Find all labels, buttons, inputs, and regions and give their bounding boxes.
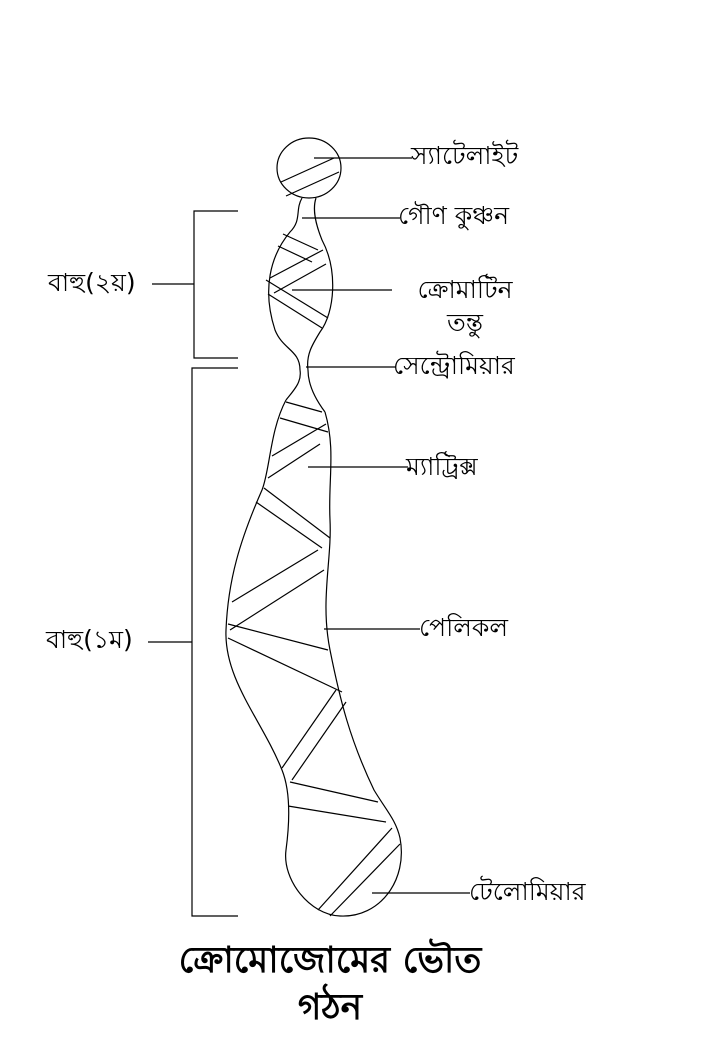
chromatin-fibre-label-line2: তন্তু <box>447 307 483 337</box>
matrix-label: ম্যাট্রিক্স <box>406 452 478 481</box>
arm-second-bracket <box>152 210 238 359</box>
telomere-label: টেলোমিয়ার <box>469 877 586 906</box>
chromatin-fibre-label: ক্রোমাটিন তন্তু <box>392 275 538 338</box>
centromere-label: সেন্ট্রোমিয়ার <box>393 351 515 380</box>
chromatin-fibre-label-line1: ক্রোমাটিন <box>417 275 513 304</box>
satellite-label: স্যাটেলাইট <box>411 141 519 170</box>
satellite-body <box>276 137 342 199</box>
arm-first-bracket <box>148 367 238 917</box>
arm-second-label: বাহু(২য়) <box>48 268 136 297</box>
secondary-constriction-label: গৌণ কুঞ্চন <box>398 201 510 230</box>
diagram-caption: ক্রোমোজোমের ভৌত গঠন <box>110 938 550 1032</box>
caption-line2: গঠন <box>297 986 363 1028</box>
pellicle-label: পেলিকল <box>419 613 509 642</box>
upper-arm-body <box>265 197 334 371</box>
caption-line1: ক্রোমোজোমের ভৌত <box>178 940 482 981</box>
arm-first-label: বাহু(১ম) <box>46 625 133 654</box>
centromere-body <box>285 369 326 413</box>
lower-arm-body <box>225 399 402 917</box>
